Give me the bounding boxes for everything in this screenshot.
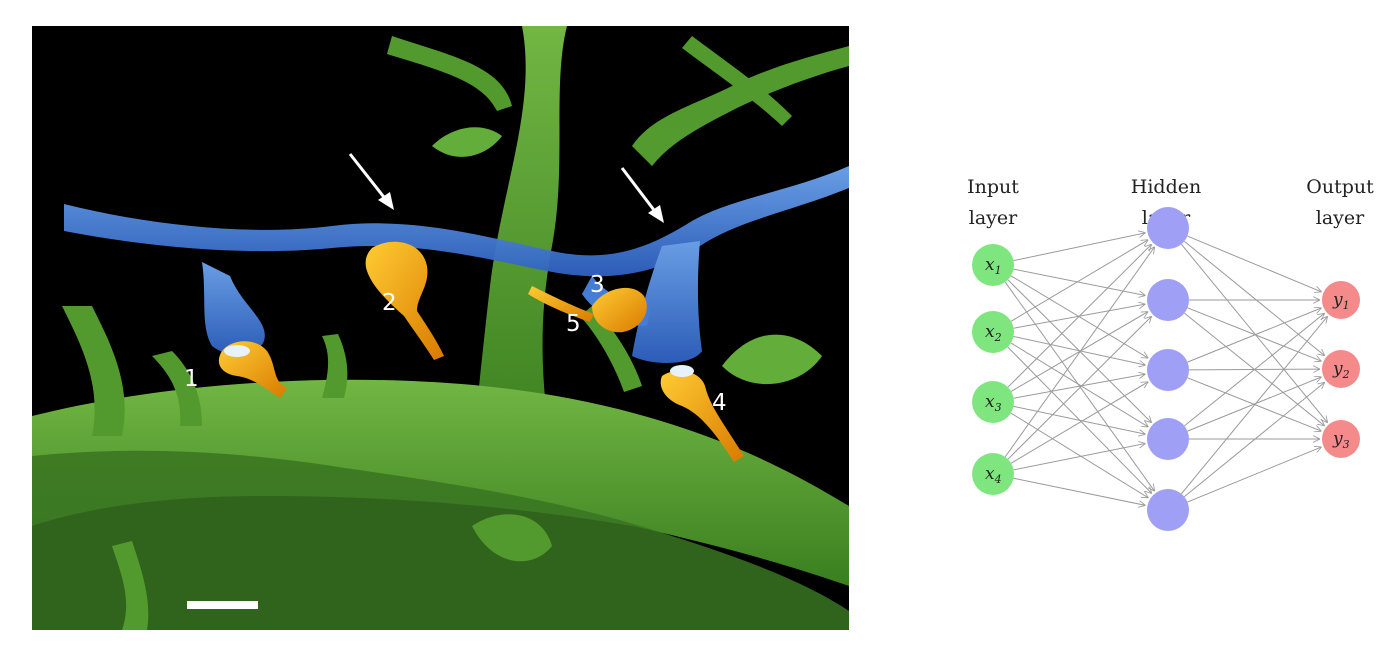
input-layer-title-line2: layer (969, 207, 1018, 229)
edge-input-2-to-hidden-4 (1010, 342, 1148, 427)
input-layer-title-line1: Input (967, 176, 1019, 198)
edge-hidden-5-to-output-3 (1187, 447, 1321, 503)
edge-hidden-1-to-output-2 (1183, 240, 1324, 355)
hidden-node-4 (1147, 418, 1189, 460)
hidden-node-1 (1147, 207, 1189, 249)
dendrite-structures (32, 26, 849, 630)
input-node-3-subscript: 3 (995, 401, 1002, 414)
scale-bar (187, 601, 258, 609)
arrow-annotations (348, 153, 664, 223)
edge-hidden-5-to-output-2 (1183, 382, 1324, 498)
output-layer-title-line1: Output (1306, 176, 1374, 198)
edge-input-2-to-hidden-1 (1010, 240, 1148, 322)
label-5: 5 (566, 311, 581, 337)
input-node-1-subscript: 1 (995, 264, 1002, 277)
edge-hidden-1-to-output-1 (1187, 235, 1321, 292)
output-node-2-subscript: 2 (1342, 368, 1350, 381)
output-node-3 (1322, 420, 1360, 458)
edge-input-3-to-hidden-3 (1013, 374, 1146, 399)
output-node-1-subscript: 1 (1343, 299, 1350, 312)
edge-hidden-5-to-output-1 (1180, 316, 1327, 495)
hidden-layer-title-line1: Hidden (1131, 176, 1201, 198)
edge-input-3-to-hidden-5 (1010, 412, 1149, 498)
label-1: 1 (184, 366, 199, 392)
edge-input-1-to-hidden-5 (1004, 281, 1154, 491)
arrow-left (348, 153, 389, 202)
edge-input-2-to-hidden-3 (1013, 335, 1146, 365)
edge-input-1-to-hidden-1 (1013, 233, 1146, 262)
micrograph-svg: 1 2 3 4 5 (32, 26, 849, 630)
network-svg: Input layer Hidden layer Output layer x1… (967, 176, 1374, 531)
edge-input-4-to-hidden-4 (1013, 444, 1146, 471)
edge-hidden-4-to-output-1 (1184, 313, 1324, 427)
input-node-2 (972, 311, 1014, 353)
arrow-left-head (378, 192, 394, 210)
edge-input-4-to-hidden-5 (1013, 477, 1146, 505)
label-3: 3 (590, 272, 605, 298)
edge-input-3-to-hidden-1 (1007, 244, 1152, 388)
network-edges (1004, 233, 1328, 506)
input-node-4 (972, 453, 1014, 495)
output-node-2 (1322, 350, 1360, 388)
hidden-node-2 (1147, 279, 1189, 321)
axon-structure (64, 166, 849, 363)
edge-input-4-to-hidden-1 (1004, 247, 1154, 458)
input-node-4-subscript: 4 (994, 473, 1002, 486)
hidden-node-3 (1147, 349, 1189, 391)
synaptic-boutons (218, 241, 744, 462)
edge-hidden-3-to-output-1 (1187, 308, 1321, 363)
em-reconstruction-image: 1 2 3 4 5 (32, 26, 849, 630)
neural-network-diagram: Input layer Hidden layer Output layer x1… (940, 160, 1398, 560)
edge-input-1-to-hidden-2 (1013, 268, 1146, 295)
edge-input-3-to-hidden-4 (1013, 405, 1146, 434)
edge-input-1-to-hidden-3 (1010, 275, 1148, 358)
output-layer-title-line2: layer (1316, 207, 1365, 229)
input-node-3 (972, 381, 1014, 423)
bouton-labels: 1 2 3 4 5 (184, 272, 727, 416)
label-2: 2 (382, 290, 397, 316)
label-4: 4 (712, 390, 727, 416)
edge-hidden-4-to-output-2 (1187, 377, 1321, 432)
output-node-1 (1322, 281, 1360, 319)
arrow-right (620, 167, 659, 215)
output-node-3-subscript: 3 (1343, 438, 1350, 451)
arrow-right-head (648, 205, 664, 223)
hidden-node-5 (1147, 489, 1189, 531)
edge-hidden-1-to-output-3 (1180, 243, 1327, 423)
edge-input-4-to-hidden-2 (1007, 316, 1152, 460)
edge-input-4-to-hidden-3 (1010, 382, 1148, 464)
input-node-2-subscript: 2 (994, 331, 1002, 344)
input-node-1 (972, 244, 1014, 286)
